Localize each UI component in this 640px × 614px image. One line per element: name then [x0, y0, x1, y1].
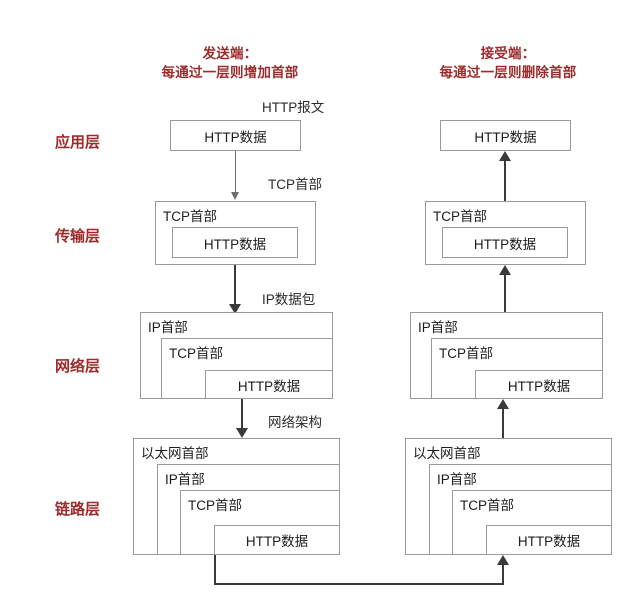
- receiver-arrow-link-to-network-line: [502, 409, 504, 438]
- receiver-arrow-network-to-transport-line: [504, 275, 506, 312]
- receiver-arrow-network-to-transport-head: [499, 265, 511, 275]
- sender-column-heading: 发送端： 每通过一层则增加首部: [120, 44, 340, 82]
- annotation-network-frame: 网络架构: [268, 415, 322, 430]
- sender-heading-line2: 每通过一层则增加首部: [161, 65, 299, 80]
- sender-network-tcp-header-box: TCP首部: [161, 338, 333, 399]
- receiver-arrow-transport-to-app-head: [499, 151, 511, 161]
- box-label-http-data: HTTP数据: [517, 534, 581, 549]
- box-label-http-data: HTTP数据: [473, 236, 537, 252]
- sender-arrow-app-to-transport-head: [231, 192, 239, 200]
- sender-arrow-network-to-link-head: [236, 428, 248, 438]
- sender-arrow-network-to-link-line: [241, 399, 243, 431]
- bottom-connector-right-segment: [502, 565, 504, 585]
- box-label-tcp-header: TCP首部: [188, 498, 242, 513]
- layer-label-transport: 传输层: [55, 228, 101, 245]
- box-label-tcp-header: TCP首部: [163, 209, 217, 224]
- receiver-arrow-transport-to-app-line: [504, 160, 506, 201]
- box-label-tcp-header: TCP首部: [169, 346, 223, 361]
- receiver-network-http-data-box: HTTP数据: [475, 370, 603, 399]
- box-label-ip-header: IP首部: [165, 472, 205, 487]
- receiver-application-http-data-box: HTTP数据: [440, 120, 571, 151]
- box-label-ip-header: IP首部: [418, 320, 458, 335]
- receiver-column-heading: 接受端： 每通过一层则删除首部: [398, 44, 618, 82]
- box-label-http-data: HTTP数据: [203, 236, 267, 252]
- box-label-ip-header: IP首部: [148, 320, 188, 335]
- box-label-ethernet-header: 以太网首部: [141, 446, 209, 461]
- annotation-ip-packet: IP数据包: [262, 292, 316, 307]
- sender-arrow-transport-to-network-head: [229, 304, 241, 314]
- receiver-transport-http-data-box: HTTP数据: [442, 227, 568, 258]
- annotation-tcp-header: TCP首部: [268, 177, 322, 192]
- bottom-connector-arrow-head: [497, 555, 509, 565]
- receiver-heading-line1: 接受端：: [480, 46, 536, 61]
- sender-heading-line1: 发送端：: [202, 46, 258, 61]
- box-label-http-data: HTTP数据: [507, 378, 571, 394]
- box-label-http-data: HTTP数据: [204, 129, 267, 145]
- box-label-tcp-header: TCP首部: [433, 209, 487, 224]
- box-label-ethernet-header: 以太网首部: [413, 446, 481, 461]
- layer-label-application: 应用层: [55, 134, 101, 151]
- receiver-arrow-link-to-network-head: [497, 399, 509, 409]
- sender-arrow-app-to-transport-line: [235, 151, 236, 193]
- layer-label-link: 链路层: [55, 501, 101, 518]
- box-label-http-data: HTTP数据: [245, 534, 309, 549]
- receiver-heading-line2: 每通过一层则删除首部: [439, 65, 577, 80]
- sender-link-http-data-box: HTTP数据: [214, 525, 340, 555]
- sender-network-http-data-box: HTTP数据: [205, 370, 333, 399]
- bottom-connector-left-segment: [214, 555, 216, 585]
- box-label-ip-header: IP首部: [437, 472, 477, 487]
- sender-application-http-data-box: HTTP数据: [170, 120, 301, 151]
- sender-transport-http-data-box: HTTP数据: [172, 227, 298, 258]
- layer-label-network: 网络层: [55, 358, 101, 375]
- box-label-http-data: HTTP数据: [237, 378, 301, 394]
- box-label-tcp-header: TCP首部: [460, 498, 514, 513]
- bottom-connector-horizontal-segment: [214, 583, 504, 585]
- sender-arrow-transport-to-network-line: [234, 265, 236, 307]
- annotation-http-message: HTTP报文: [262, 100, 325, 115]
- receiver-link-http-data-box: HTTP数据: [486, 525, 612, 555]
- box-label-http-data: HTTP数据: [474, 129, 537, 145]
- box-label-tcp-header: TCP首部: [439, 346, 493, 361]
